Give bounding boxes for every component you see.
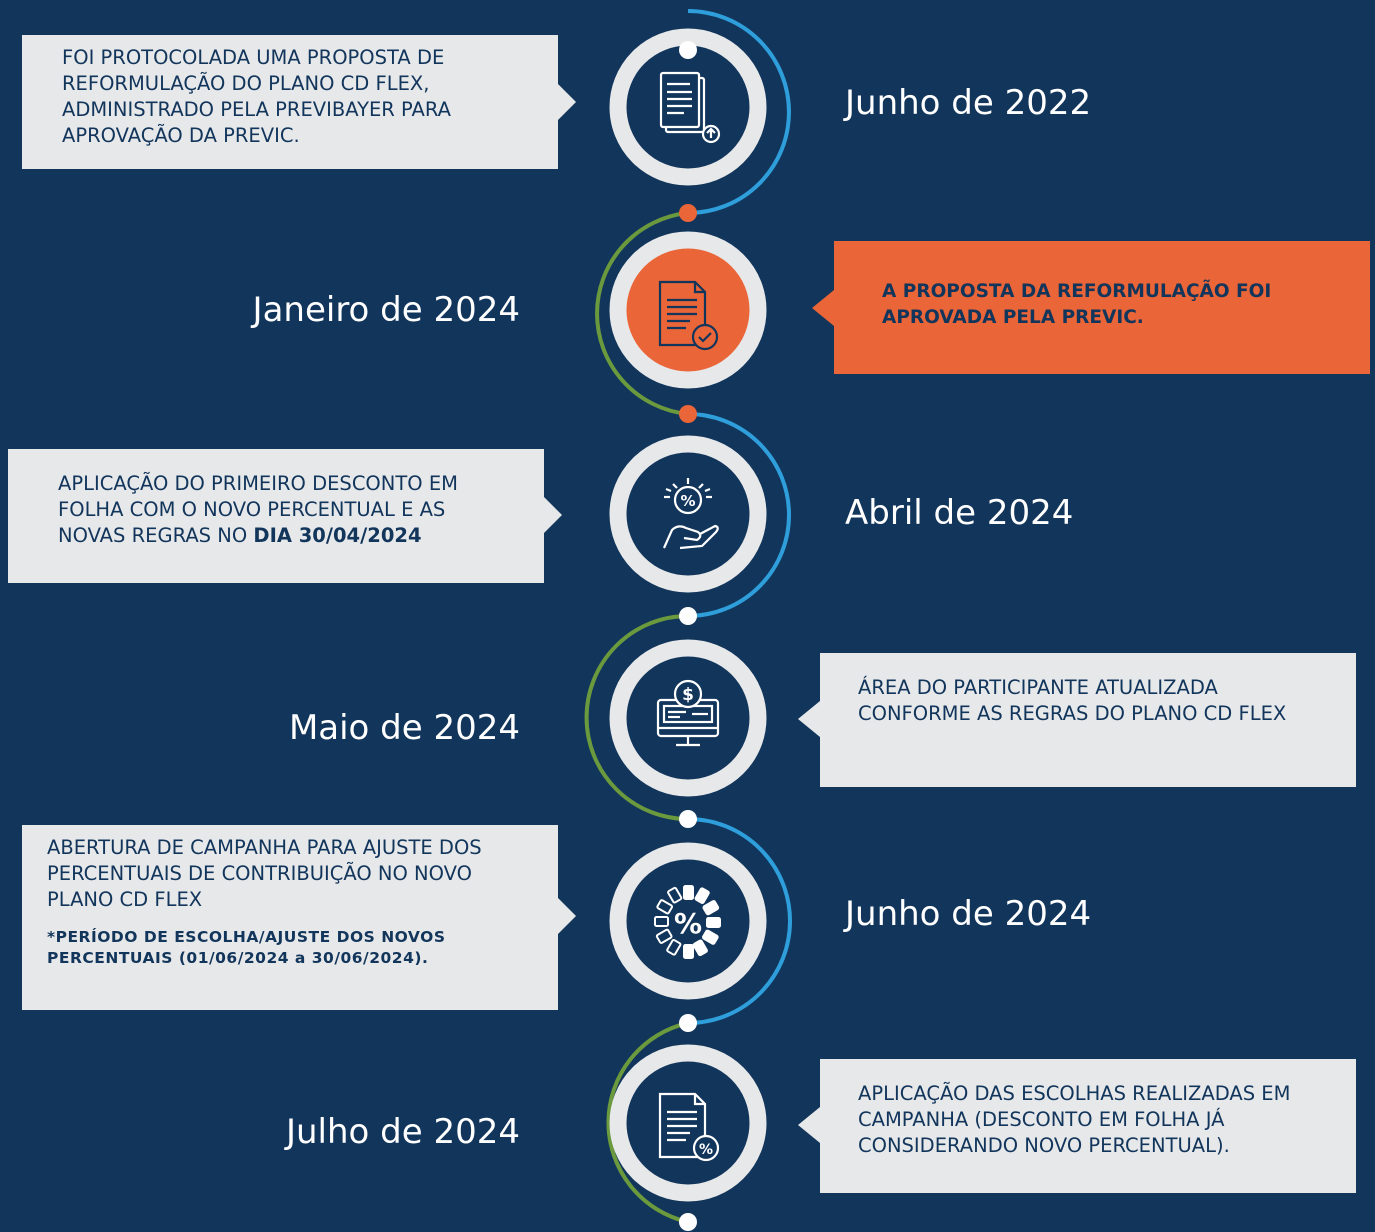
svg-text:%: % (699, 1142, 713, 1158)
event-5-note: *PERÍODO DE ESCOLHA/AJUSTE DOS NOVOS PER… (47, 928, 446, 967)
event-2-date: Janeiro de 2024 (252, 290, 520, 330)
event-5-pointer (558, 898, 576, 934)
node-ring-5 (609, 842, 767, 1000)
event-3-text-bold: DIA 30/04/2024 (253, 524, 422, 547)
dot-1 (679, 41, 697, 59)
event-3-date: Abril de 2024 (845, 493, 1074, 533)
dot-5 (679, 810, 697, 828)
event-4-date: Maio de 2024 (288, 708, 520, 748)
event-5-date: Junho de 2024 (845, 894, 1092, 934)
document-approved-icon (658, 280, 719, 351)
arc-1 (687, 9, 791, 215)
hand-percent-icon: % (662, 478, 719, 550)
event-2-pointer (812, 290, 834, 326)
svg-text:$: $ (682, 685, 694, 705)
arc-4 (584, 614, 689, 821)
svg-text:%: % (680, 492, 695, 510)
arc-3 (687, 412, 791, 618)
event-4-text: ÁREA DO PARTICIPANTE ATUALIZADA CONFORME… (858, 676, 1287, 725)
arc-5 (687, 817, 792, 1025)
dot-6 (679, 1014, 697, 1032)
event-1-box: FOI PROTOCOLADA UMA PROPOSTA DE REFORMUL… (22, 35, 558, 169)
node-ring-6 (609, 1044, 767, 1202)
event-4-pointer (798, 701, 820, 737)
event-5-text: ABERTURA DE CAMPANHA PARA AJUSTE DOS PER… (47, 836, 482, 911)
percent-dial-icon: % (654, 885, 721, 959)
dot-4 (679, 607, 697, 625)
event-4-box: ÁREA DO PARTICIPANTE ATUALIZADA CONFORME… (820, 653, 1356, 787)
arc-2 (595, 211, 689, 416)
event-1-pointer (558, 84, 576, 120)
svg-text:%: % (674, 907, 702, 940)
document-percent-icon: % (658, 1092, 720, 1162)
dot-2 (679, 204, 697, 222)
event-3-text-main: APLICAÇÃO DO PRIMEIRO DESCONTO EM FOLHA … (58, 472, 458, 547)
dot-3 (679, 405, 697, 423)
event-2-text: A PROPOSTA DA REFORMULAÇÃO FOI APROVADA … (882, 281, 1272, 328)
event-3-box: APLICAÇÃO DO PRIMEIRO DESCONTO EM FOLHA … (8, 449, 544, 583)
dot-7 (679, 1213, 697, 1231)
event-1-text: FOI PROTOCOLADA UMA PROPOSTA DE REFORMUL… (62, 46, 452, 147)
document-upload-icon (659, 71, 721, 144)
computer-dollar-icon: $ (656, 679, 720, 747)
event-5-box: ABERTURA DE CAMPANHA PARA AJUSTE DOS PER… (22, 825, 558, 1010)
event-6-box: APLICAÇÃO DAS ESCOLHAS REALIZADAS EM CAM… (820, 1059, 1356, 1193)
event-1-date: Junho de 2022 (845, 83, 1092, 123)
event-6-date: Julho de 2024 (285, 1112, 520, 1152)
event-2-box: A PROPOSTA DA REFORMULAÇÃO FOI APROVADA … (834, 241, 1370, 374)
arc-6 (606, 1021, 689, 1224)
event-6-text: APLICAÇÃO DAS ESCOLHAS REALIZADAS EM CAM… (858, 1082, 1291, 1157)
event-6-pointer (798, 1107, 820, 1143)
event-3-text: APLICAÇÃO DO PRIMEIRO DESCONTO EM FOLHA … (58, 471, 514, 549)
event-3-pointer (544, 497, 562, 533)
